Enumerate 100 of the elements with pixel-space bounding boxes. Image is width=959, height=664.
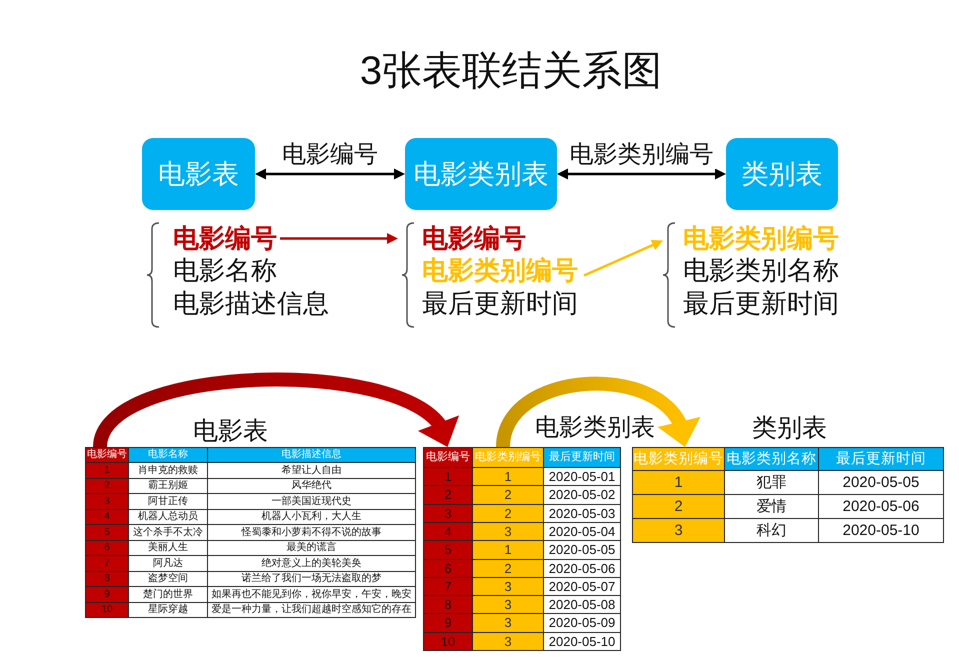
table-cell: 3: [86, 494, 128, 509]
table-cell: 2020-05-06: [819, 495, 943, 518]
table-cell: 3: [424, 505, 472, 522]
table-cell: 爱是一种力量，让我们超越时空感知它的存在: [208, 603, 415, 617]
table-cell: 机器人总动员: [129, 510, 207, 524]
table-cell: 3: [473, 578, 543, 595]
header-cell: 电影类别名称: [725, 448, 818, 470]
table-title: 电影表: [193, 417, 268, 446]
table-cell: 2: [633, 495, 724, 518]
table-cell: 2020-05-10: [819, 519, 943, 542]
table-cell: 10: [86, 603, 128, 617]
table-cell: 2: [86, 479, 128, 493]
header-cell: 电影名称: [129, 448, 207, 462]
table-cell: 星际穿越: [129, 603, 207, 617]
table-cell: 美丽人生: [129, 541, 207, 555]
table-cell: 2020-05-08: [544, 596, 620, 613]
table-cell: 这个杀手不太冷: [129, 525, 207, 540]
field-name: 电影编号: [422, 222, 526, 255]
table-cell: 2020-05-05: [544, 541, 620, 559]
table-cell: 盗梦空间: [129, 572, 207, 586]
table-cell: 5: [86, 525, 128, 540]
table-cell: 3: [473, 614, 543, 632]
table-cell: 4: [424, 523, 472, 540]
header-cell: 电影编号: [86, 448, 128, 462]
table-cell: 2020-05-06: [544, 560, 620, 577]
table-cell: 2020-05-02: [544, 486, 620, 504]
table-cell: 2: [473, 486, 543, 504]
field-name: 电影描述信息: [173, 287, 329, 320]
table-cell: 科幻: [725, 519, 818, 542]
header-cell: 最后更新时间: [819, 448, 943, 470]
table-cell: 怪蜀黍和小萝莉不得不说的故事: [208, 525, 415, 540]
table-cell: 5: [424, 541, 472, 559]
table-cell: 2020-05-09: [544, 614, 620, 632]
arrow: [255, 168, 405, 180]
table-cell: 4: [86, 510, 128, 524]
table-cell: 2020-05-01: [544, 468, 620, 485]
table-cell: 2020-05-03: [544, 505, 620, 522]
table-cell: 2: [473, 560, 543, 577]
table-cell: 2: [473, 505, 543, 522]
table-cell: 2020-05-07: [544, 578, 620, 595]
table-cell: 爱情: [725, 495, 818, 518]
table-cell: 霸王别姬: [129, 479, 207, 493]
header-cell: 电影类别编号: [633, 448, 724, 470]
table-cell: 2020-05-04: [544, 523, 620, 540]
arrow: [557, 168, 726, 180]
table-cell: 9: [86, 587, 128, 602]
table-cell: 2020-05-05: [819, 471, 943, 494]
header-cell: 电影描述信息: [208, 448, 415, 462]
table-cell: 1: [473, 468, 543, 485]
field-name: 电影类别编号: [683, 222, 839, 255]
table-cell: 3: [473, 523, 543, 540]
table-cell: 1: [633, 471, 724, 494]
table-cell: 风华绝代: [208, 479, 415, 493]
table-cell: 最美的谎言: [208, 541, 415, 555]
table-cell: 诺兰给了我们一场无法盗取的梦: [208, 572, 415, 586]
table-cell: 楚门的世界: [129, 587, 207, 602]
table-cell: 阿凡达: [129, 556, 207, 571]
rounded-box: 电影表: [142, 138, 255, 210]
table-cell: 希望让人自由: [208, 463, 415, 478]
table-cell: 8: [86, 572, 128, 586]
field-name: 最后更新时间: [422, 287, 578, 320]
table-cell: 绝对意义上的美轮美奂: [208, 556, 415, 571]
header-cell: 电影编号: [424, 448, 472, 467]
field-name: 电影编号: [173, 222, 277, 255]
table-title: 类别表: [752, 414, 827, 443]
curved-arrow: [496, 376, 700, 448]
table-cell: 8: [424, 596, 472, 613]
table-cell: 阿甘正传: [129, 494, 207, 509]
table-cell: 9: [424, 614, 472, 632]
field-name: 电影类别名称: [683, 254, 839, 287]
header-cell: 最后更新时间: [544, 448, 620, 467]
rounded-box: 类别表: [726, 138, 838, 210]
table-cell: 7: [424, 578, 472, 595]
table-cell: 机器人小瓦利，大人生: [208, 510, 415, 524]
table-cell: 2020-05-10: [544, 633, 620, 650]
table-cell: 6: [424, 560, 472, 577]
table-cell: 3: [633, 519, 724, 542]
table-cell: 1: [473, 541, 543, 559]
table-cell: 3: [473, 633, 543, 650]
arrow: [584, 239, 664, 277]
title: 3张表联结关系图: [360, 48, 662, 95]
curved-arrow: [93, 372, 460, 450]
field-name: 最后更新时间: [683, 287, 839, 320]
arrow: [280, 233, 398, 244]
field-name: 电影名称: [173, 254, 277, 287]
table-cell: 3: [473, 596, 543, 613]
table-cell: 1: [86, 463, 128, 478]
rounded-box: 电影类别表: [405, 138, 557, 210]
table-cell: 2: [424, 486, 472, 504]
table-cell: 犯罪: [725, 471, 818, 494]
table-cell: 7: [86, 556, 128, 571]
table-cell: 肖申克的救赎: [129, 463, 207, 478]
table-title: 电影类别表: [535, 414, 655, 442]
table-cell: 6: [86, 541, 128, 555]
field-name: 电影类别编号: [422, 254, 578, 287]
table-cell: 1: [424, 468, 472, 485]
table-cell: 如果再也不能见到你，祝你早安，午安，晚安: [208, 587, 415, 602]
table-cell: 一部美国近现代史: [208, 494, 415, 509]
header-cell: 电影类别编号: [473, 448, 543, 467]
table-cell: 10: [424, 633, 472, 650]
